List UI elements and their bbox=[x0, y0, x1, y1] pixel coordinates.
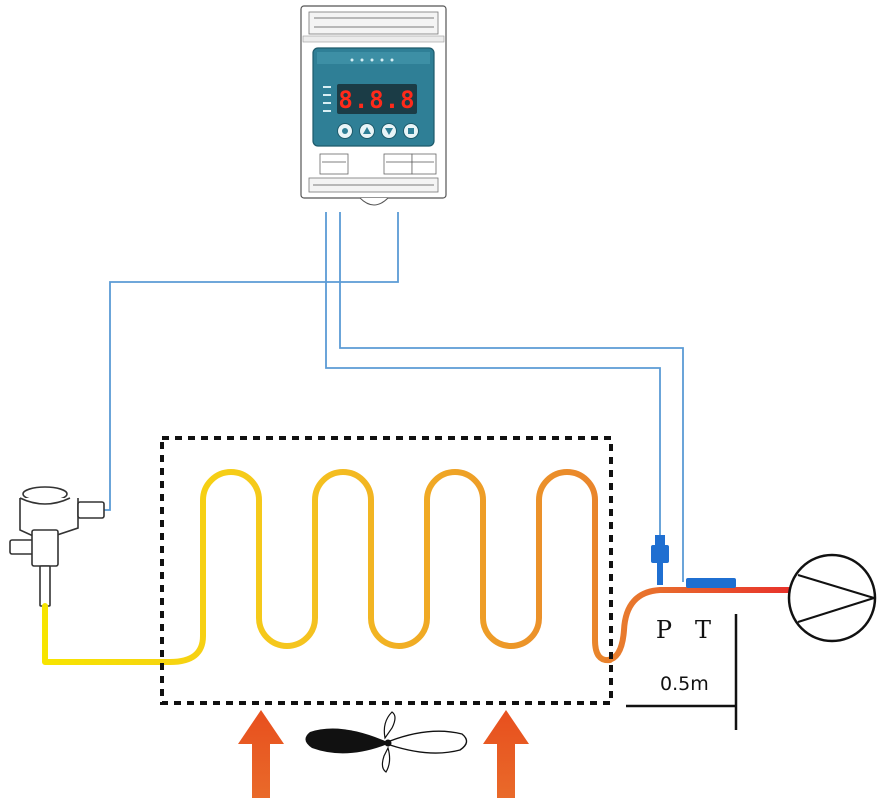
pressure-sensor bbox=[651, 535, 669, 585]
compressor bbox=[787, 553, 877, 643]
valve-wire bbox=[100, 212, 399, 511]
evaporator-box bbox=[160, 436, 613, 705]
temperature-label: T bbox=[695, 616, 711, 644]
pressure-wire bbox=[325, 212, 661, 544]
status-leds bbox=[350, 58, 394, 62]
temperature-wire bbox=[339, 212, 684, 582]
temperature-sensor bbox=[686, 578, 736, 588]
expansion-valve bbox=[9, 486, 105, 607]
distance-label: 0.5m bbox=[660, 673, 709, 695]
fan-icon bbox=[305, 711, 468, 773]
top-terminals bbox=[314, 17, 434, 28]
signal-wires bbox=[100, 212, 684, 582]
suction-line bbox=[605, 587, 793, 663]
led-display bbox=[337, 84, 417, 114]
airflow-arrow-right bbox=[483, 710, 529, 798]
pressure-label: P bbox=[656, 616, 672, 644]
control-buttons bbox=[337, 123, 419, 139]
controller-unit: 8.8.8 bbox=[300, 5, 447, 206]
airflow-arrow-left bbox=[238, 710, 284, 798]
distance-marker bbox=[626, 614, 738, 730]
side-indicators bbox=[323, 86, 331, 112]
display-readout: 8.8.8 bbox=[338, 86, 415, 114]
evaporator-coil bbox=[42, 469, 613, 665]
